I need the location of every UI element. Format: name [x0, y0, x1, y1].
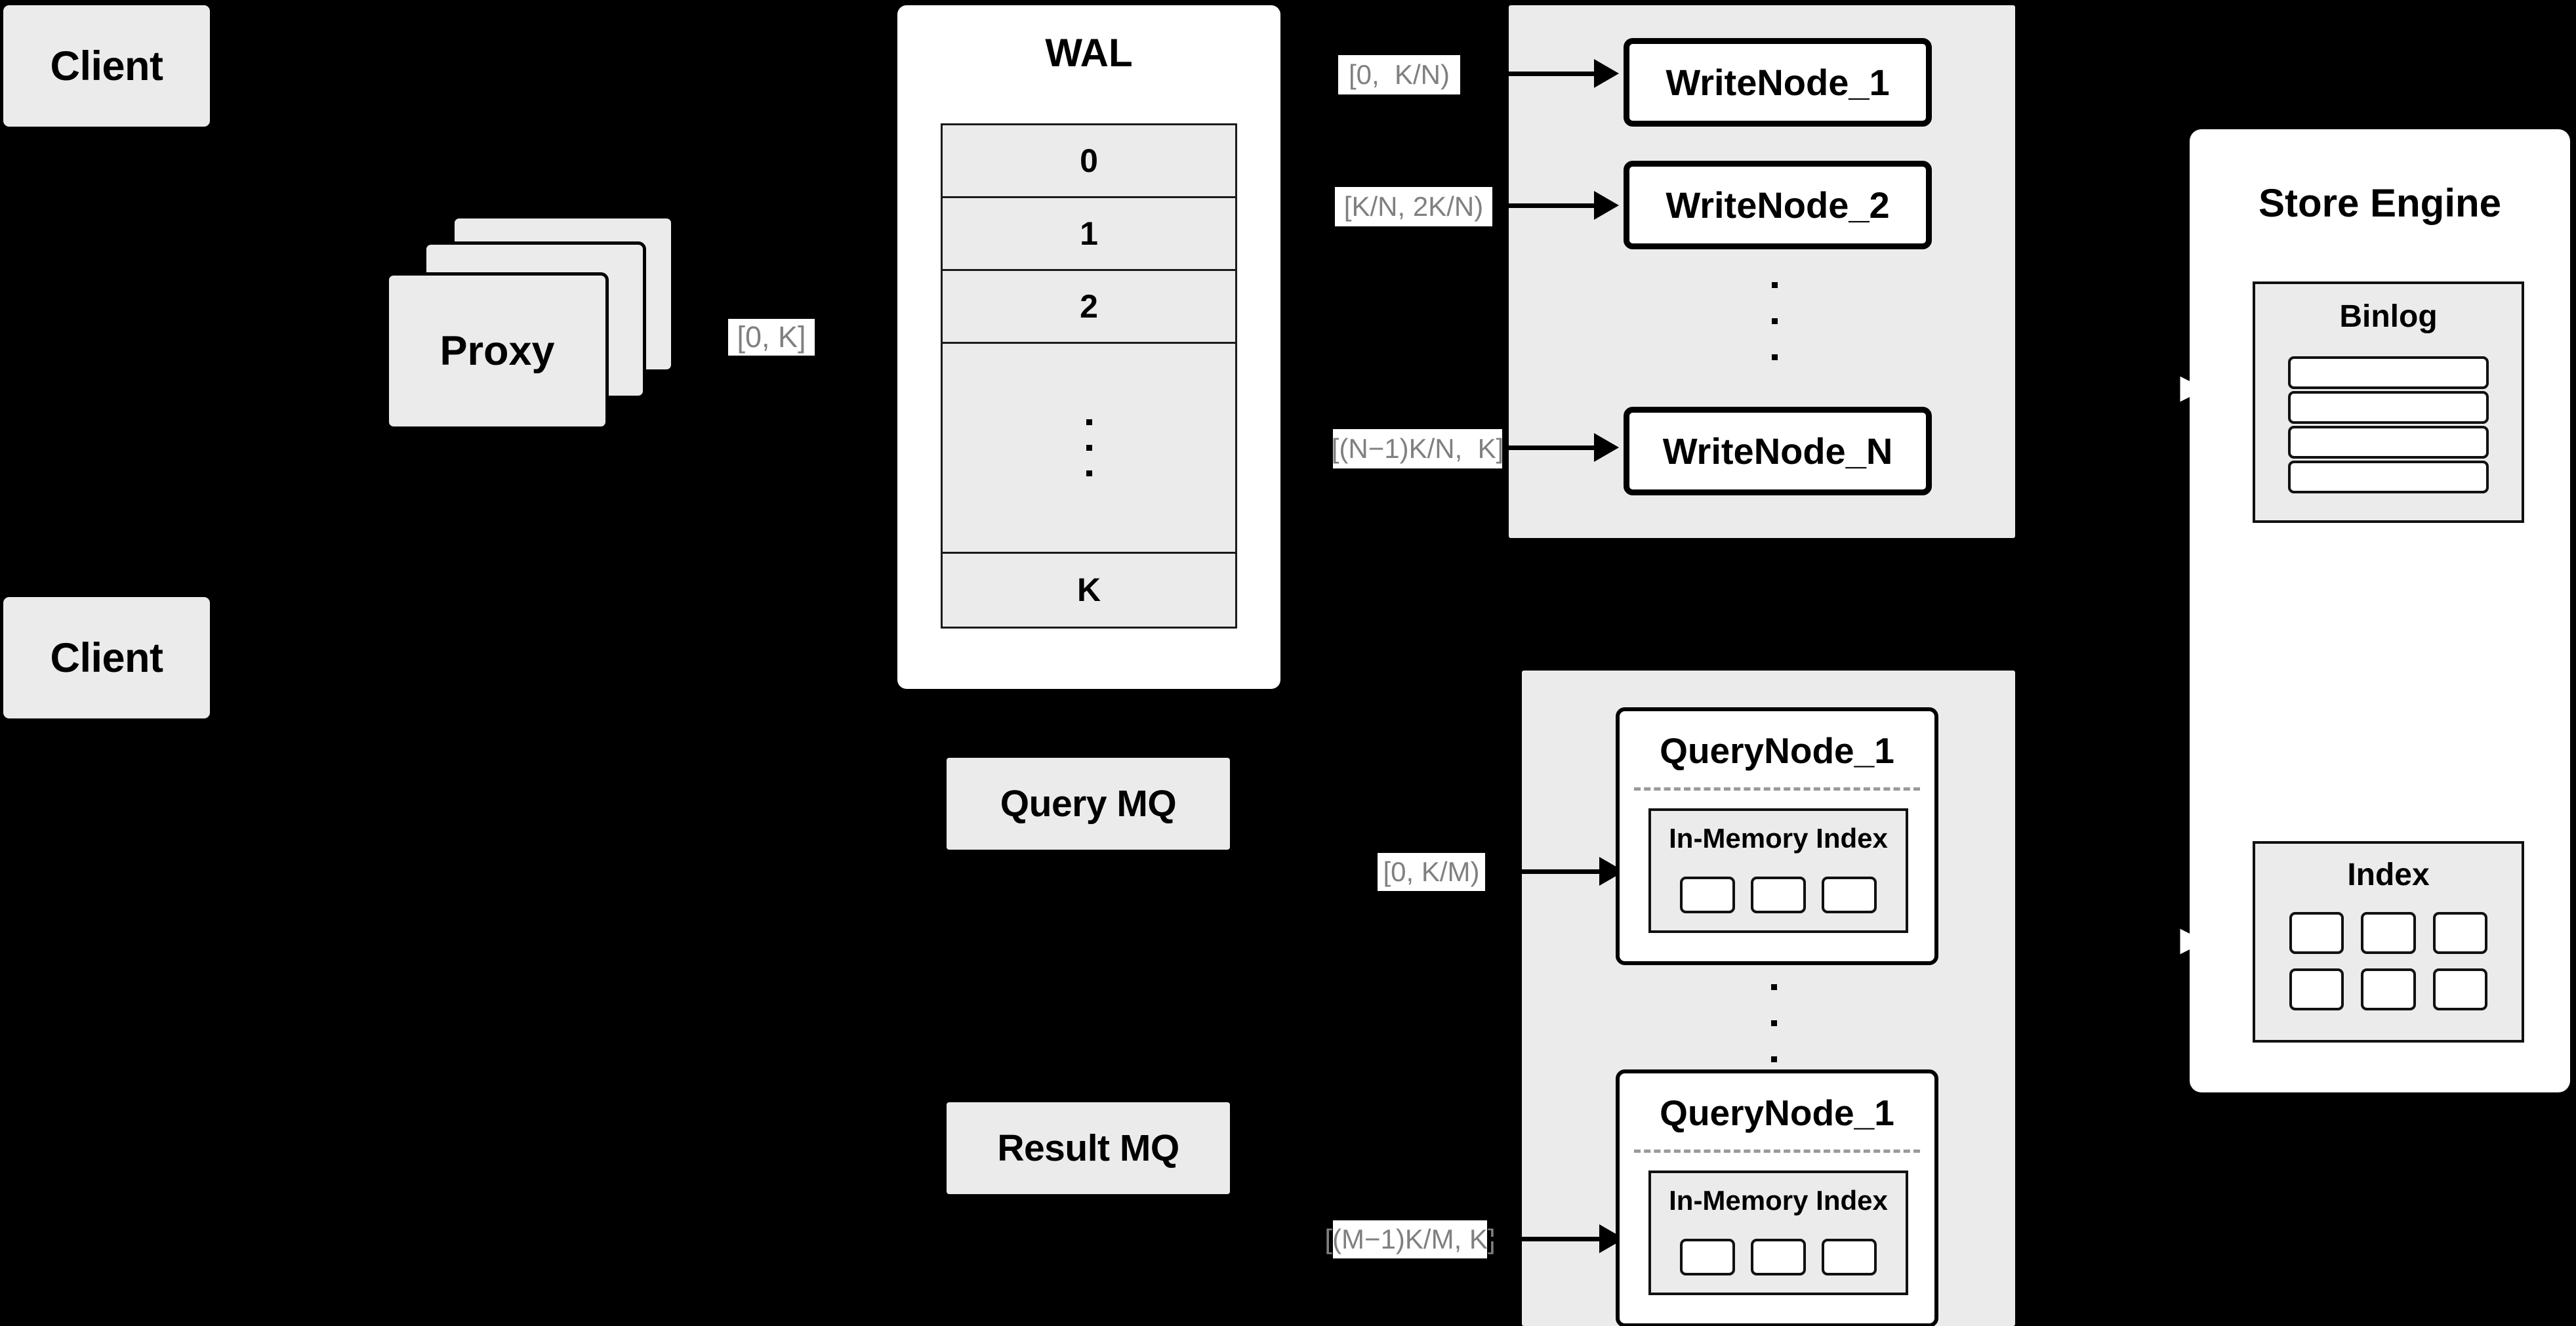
- ellipsis-dot: [1086, 445, 1092, 451]
- range-label-text: [0, K/N): [1348, 59, 1450, 90]
- in-memory-index-cells-1: [1663, 877, 1894, 913]
- query-node-1-title: QueryNode_1: [1660, 730, 1894, 771]
- range-label-writenode-2: [K/N, 2K/N): [1335, 187, 1492, 226]
- in-memory-index-cells-2: [1663, 1239, 1894, 1275]
- client-box-1[interactable]: Client: [3, 5, 210, 127]
- range-label-text: [0, K/M): [1383, 856, 1480, 887]
- binlog-title: Binlog: [2339, 299, 2438, 334]
- range-label-text: [(M−1)K/M, K]: [1324, 1224, 1496, 1254]
- arrow-line-writenode-2: [1492, 203, 1598, 208]
- in-memory-index-box-1: In-Memory Index: [1648, 808, 1908, 933]
- write-node-2-label: WriteNode_2: [1666, 184, 1890, 226]
- index-cell[interactable]: [1680, 1239, 1735, 1275]
- arrow-line-store-binlog: [2125, 387, 2178, 392]
- write-node-2[interactable]: WriteNode_2: [1624, 161, 1932, 249]
- binlog-row[interactable]: [2288, 391, 2489, 424]
- index-cell[interactable]: [2361, 968, 2416, 1010]
- binlog-panel: Binlog: [2253, 281, 2524, 523]
- index-panel: Index: [2253, 841, 2524, 1043]
- ellipsis-dot: [1772, 354, 1778, 360]
- proxy-box[interactable]: Proxy: [386, 272, 609, 430]
- ellipsis-dot: [1772, 318, 1778, 324]
- ellipsis-dot: [1086, 470, 1092, 477]
- index-cell[interactable]: [2432, 968, 2487, 1010]
- index-cell[interactable]: [1822, 877, 1877, 913]
- query-node-m[interactable]: QueryNode_1 In-Memory Index: [1616, 1069, 1938, 1326]
- in-memory-index-box-2: In-Memory Index: [1648, 1171, 1908, 1295]
- query-cluster-ellipsis: [1771, 984, 1777, 1062]
- ellipsis-dot: [1771, 1020, 1777, 1026]
- index-cell[interactable]: [2289, 968, 2344, 1010]
- result-mq-box[interactable]: Result MQ: [947, 1102, 1230, 1194]
- range-label-text: [(N−1)K/N, K]: [1331, 433, 1504, 464]
- range-label-writenode-1: [0, K/N): [1338, 55, 1460, 94]
- query-node-m-title: QueryNode_1: [1660, 1092, 1894, 1133]
- query-node-m-divider: [1634, 1150, 1920, 1153]
- ellipsis-dot: [1771, 1056, 1777, 1062]
- range-label-proxy-to-wal: [0, K]: [728, 319, 815, 356]
- write-node-n-label: WriteNode_N: [1662, 430, 1893, 472]
- index-cell[interactable]: [2361, 912, 2416, 954]
- index-cell[interactable]: [1751, 1239, 1806, 1275]
- index-cell[interactable]: [2432, 912, 2487, 954]
- binlog-row[interactable]: [2288, 461, 2489, 493]
- index-cell[interactable]: [2289, 912, 2344, 954]
- arrow-head-writenode-n: [1594, 433, 1619, 462]
- wal-row-0[interactable]: 0: [943, 125, 1235, 199]
- arrow-line-writenode-1: [1460, 72, 1598, 76]
- in-memory-index-title-1: In-Memory Index: [1669, 823, 1888, 854]
- client-label-1: Client: [50, 43, 163, 89]
- range-label-text: [0, K]: [737, 320, 806, 354]
- range-label-writenode-n: [(N−1)K/N, K]: [1331, 429, 1504, 468]
- result-mq-label: Result MQ: [997, 1127, 1179, 1169]
- index-cell[interactable]: [1751, 877, 1806, 913]
- range-label-querynode-m: [(M−1)K/M, K]: [1324, 1220, 1496, 1258]
- arrow-head-writenode-1: [1594, 59, 1619, 88]
- wal-row-1[interactable]: 1: [943, 198, 1235, 272]
- index-cell-grid: [2289, 912, 2487, 1010]
- store-engine-container: Store Engine Binlog Index: [2190, 129, 2570, 1092]
- index-title: Index: [2347, 858, 2430, 892]
- client-box-2[interactable]: Client: [3, 597, 210, 718]
- in-memory-index-title-2: In-Memory Index: [1669, 1185, 1888, 1216]
- range-label-text: [K/N, 2K/N): [1343, 191, 1484, 222]
- index-cell[interactable]: [1822, 1239, 1877, 1275]
- write-node-n[interactable]: WriteNode_N: [1624, 407, 1932, 495]
- wal-container: WAL 0 1 2 K: [897, 5, 1280, 689]
- arrow-line-store-index: [2125, 940, 2178, 944]
- binlog-row-list: [2288, 356, 2489, 493]
- query-node-1-divider: [1634, 787, 1920, 791]
- arrow-line-querynode-1: [1485, 869, 1603, 874]
- query-mq-box[interactable]: Query MQ: [947, 758, 1230, 850]
- query-mq-label: Query MQ: [1000, 783, 1177, 825]
- query-node-1[interactable]: QueryNode_1 In-Memory Index: [1616, 707, 1938, 965]
- binlog-row[interactable]: [2288, 426, 2489, 459]
- wal-row-ellipsis: [943, 344, 1235, 554]
- proxy-label: Proxy: [440, 328, 555, 374]
- wal-title: WAL: [1045, 31, 1133, 75]
- index-cell[interactable]: [1680, 877, 1735, 913]
- arrow-line-querynode-m: [1487, 1237, 1603, 1241]
- ellipsis-dot: [1086, 419, 1092, 426]
- write-node-1-label: WriteNode_1: [1666, 62, 1890, 103]
- binlog-row[interactable]: [2288, 356, 2489, 389]
- write-node-1[interactable]: WriteNode_1: [1624, 38, 1932, 127]
- arrow-line-writenode-n: [1502, 445, 1598, 450]
- client-label-2: Client: [50, 634, 163, 681]
- ellipsis-dot: [1772, 282, 1778, 288]
- wal-entry-table: 0 1 2 K: [941, 123, 1237, 629]
- wal-row-2[interactable]: 2: [943, 271, 1235, 344]
- store-engine-title: Store Engine: [2258, 181, 2502, 225]
- ellipsis-dot: [1771, 984, 1777, 990]
- arrow-head-writenode-2: [1594, 191, 1619, 220]
- range-label-querynode-1: [0, K/M): [1378, 853, 1485, 891]
- wal-row-last[interactable]: K: [943, 553, 1235, 627]
- write-cluster-ellipsis: [1772, 282, 1778, 360]
